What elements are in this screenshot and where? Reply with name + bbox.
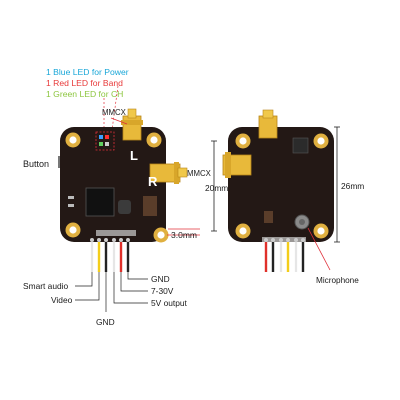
front-mounting-holes: [65, 132, 169, 243]
back-component: [264, 211, 273, 223]
mmcx-top-connector: [121, 108, 143, 141]
dimension-26mm: [334, 126, 340, 243]
voltage-in-label: 7-30V: [151, 286, 174, 296]
output-5v-label: 5V output: [151, 298, 188, 308]
back-pcb: [228, 127, 334, 242]
microphone-leader: [307, 227, 331, 271]
gnd-bottom-label: GND: [96, 317, 115, 327]
back-wire-ends: [264, 238, 305, 242]
wire-leader-lines: [75, 272, 148, 312]
mmcx-top-leader: [110, 117, 128, 125]
dimension-26mm-label: 26mm: [341, 181, 364, 191]
blue-led-note: 1 Blue LED for Power: [46, 67, 129, 77]
wire-ends: [90, 238, 130, 242]
back-left-connector: [222, 152, 252, 178]
back-chip: [292, 137, 309, 154]
led-leader-lines: [103, 85, 119, 131]
microphone-label: Microphone: [316, 276, 359, 285]
front-chips: [68, 187, 157, 236]
gnd-right-label: GND: [151, 274, 170, 284]
back-top-connector: [258, 109, 278, 139]
silk-l: L: [130, 148, 138, 163]
hole-size-label: 3.0mm: [171, 230, 197, 240]
mmcx-right-connector: [149, 162, 188, 184]
hole-size-annotation: 3.0mm: [167, 228, 200, 240]
silk-r: R: [148, 174, 158, 189]
front-wires: [90, 242, 130, 272]
back-wires: [264, 242, 305, 272]
dimension-20mm-label: 20mm: [205, 183, 228, 193]
red-led-note: 1 Red LED for Band: [46, 78, 123, 88]
mmcx-right-label: MMCX: [187, 169, 212, 178]
back-mounting-holes: [235, 133, 329, 239]
mmcx-top-label: MMCX: [102, 108, 127, 117]
smart-audio-label: Smart audio: [23, 281, 68, 291]
button-label: Button: [23, 159, 49, 169]
back-board: [222, 109, 334, 242]
status-leds: [95, 131, 115, 151]
video-label: Video: [51, 295, 73, 305]
green-led-note: 1 Green LED for CH: [46, 89, 123, 99]
dimension-20mm: [211, 140, 217, 232]
front-board: L R: [58, 108, 188, 243]
